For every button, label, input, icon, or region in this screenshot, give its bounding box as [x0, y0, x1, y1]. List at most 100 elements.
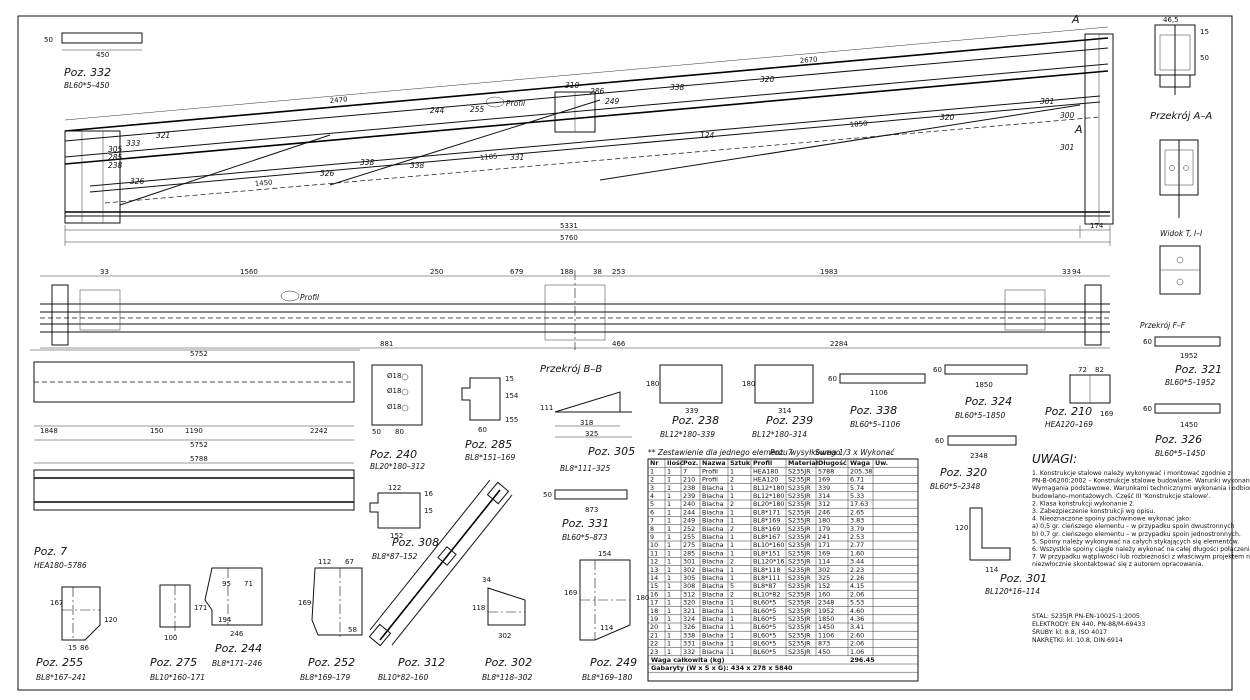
- table-cell: 873: [818, 640, 830, 648]
- table-cell: 2.06: [850, 590, 864, 598]
- table-cell: S235JR: [788, 582, 811, 590]
- svg-text:338: 338: [360, 158, 375, 167]
- svg-text:114: 114: [600, 624, 614, 632]
- table-cell: 1: [667, 648, 671, 656]
- dim-1850: 1850: [849, 119, 867, 129]
- marker-a-bottom: A: [1074, 123, 1083, 136]
- table-cell: 205.38: [850, 467, 872, 475]
- table-cell: 4.15: [850, 582, 864, 590]
- part-305-label: Poz. 305: [588, 445, 635, 458]
- note-ref: NAKRĘTKI: kl. 10.8, DIN 6914: [1032, 637, 1123, 644]
- table-cell: S235JR: [788, 558, 811, 566]
- table-cell: 22: [650, 640, 658, 648]
- table-cell: 1: [730, 599, 734, 607]
- svg-text:310: 310: [565, 81, 580, 90]
- table-cell: 2: [730, 500, 734, 508]
- table-cell: 2.06: [850, 640, 864, 648]
- part-321-spec: BL60*5–1952: [1165, 378, 1215, 387]
- svg-text:305: 305: [108, 145, 123, 154]
- table-cell: S235JR: [788, 492, 811, 500]
- svg-text:5788: 5788: [190, 455, 208, 463]
- table-cell: Blacha: [702, 574, 724, 582]
- table-cell: Blacha: [702, 549, 724, 557]
- svg-text:679: 679: [510, 268, 523, 276]
- part-252: 112 67 169 58 Poz. 252 BL8*169–179: [298, 558, 363, 682]
- svg-text:Ø18: Ø18: [387, 403, 401, 411]
- table-cell: Blacha: [702, 558, 724, 566]
- svg-text:1106: 1106: [870, 389, 888, 397]
- table-cell: 1: [667, 599, 671, 607]
- part-238-label: Poz. 238: [672, 414, 719, 427]
- table-header: Materiał: [788, 459, 819, 467]
- table-cell: 249: [683, 517, 695, 525]
- svg-text:15: 15: [68, 644, 77, 652]
- table-cell: 1: [667, 467, 671, 475]
- table-cell: 1: [730, 631, 734, 639]
- svg-text:2242: 2242: [310, 427, 328, 435]
- table-cell: BL60*5: [753, 631, 776, 639]
- table-cell: 1: [730, 640, 734, 648]
- table-cell: BL8*151: [753, 549, 780, 557]
- table-cell: 8: [650, 525, 654, 533]
- svg-text:246: 246: [230, 630, 244, 638]
- corner-sections: 46,5 15 50 Przekrój A–A Widok T, I–I Prz…: [1140, 16, 1212, 330]
- part-326-label: Poz. 326: [1155, 433, 1202, 446]
- part-239-spec: BL12*180–314: [752, 430, 807, 439]
- table-header: Sztuk: [730, 459, 751, 467]
- table-cell: 326: [683, 623, 695, 631]
- part-326-spec: BL60*5–1450: [1155, 449, 1205, 458]
- part-239: 314 180 Poz. 239 BL12*180–314: [742, 364, 814, 439]
- svg-text:124: 124: [700, 131, 715, 140]
- table-cell: Blacha: [702, 525, 724, 533]
- svg-text:60: 60: [935, 437, 944, 445]
- table-cell: 2.53: [850, 533, 864, 541]
- table-header: Uw.: [875, 459, 888, 467]
- table-cell: S235JR: [788, 500, 811, 508]
- table-cell: S235JR: [788, 623, 811, 631]
- marker-profil-plan: Profil: [300, 293, 320, 302]
- svg-text:95: 95: [222, 580, 231, 588]
- table-cell: 1: [667, 574, 671, 582]
- svg-text:152: 152: [390, 532, 403, 540]
- table-cell: Blacha: [702, 590, 724, 598]
- table-cell: S235JR: [788, 590, 811, 598]
- dim-2470: 2470: [329, 95, 347, 105]
- table-cell: 1: [667, 517, 671, 525]
- table-cell: 20: [650, 623, 658, 631]
- table-cell: 1: [667, 615, 671, 623]
- part-308: 122 152 16 15 Poz. 308 BL8*87–152: [369, 484, 439, 561]
- svg-text:Ø18: Ø18: [387, 387, 401, 395]
- truss-elevation: 2470 2670 1850 1450 1105 5331 5760 174 A…: [64, 13, 1114, 246]
- part-275: 100 171 Poz. 275 BL10*160–171: [150, 584, 207, 682]
- svg-text:331: 331: [510, 153, 524, 162]
- svg-text:326: 326: [130, 177, 145, 186]
- table-cell: 169: [818, 476, 830, 484]
- table-cell: 3.41: [850, 623, 864, 631]
- part-326: 1450 60 Poz. 326 BL60*5–1450: [1143, 403, 1221, 458]
- table-cell: 15: [650, 582, 658, 590]
- svg-text:321: 321: [156, 131, 170, 140]
- table-cell: Blacha: [702, 508, 724, 516]
- table-weight-value: 296.45: [850, 656, 875, 664]
- table-cell: 1952: [818, 607, 834, 615]
- table-cell: BL10*82: [753, 590, 780, 598]
- svg-text:71: 71: [244, 580, 253, 588]
- table-header: Ilość: [667, 459, 684, 467]
- svg-text:60: 60: [1143, 338, 1152, 346]
- part-240: Ø18 Ø18 Ø18 50 80 Poz. 240 BL20*180–312: [370, 364, 425, 471]
- svg-text:34: 34: [482, 576, 491, 584]
- table-header: Nr: [650, 459, 659, 467]
- svg-text:114: 114: [985, 566, 999, 574]
- plan-view: 1560 250 679 188 38 253 1983 33 33 94 88…: [40, 268, 1110, 350]
- note-line: 6. Wszystkie spoiny ciągłe należy wykona…: [1032, 545, 1250, 553]
- table-cell: BL10*160: [753, 541, 784, 549]
- svg-text:Ø18: Ø18: [387, 372, 401, 380]
- table-cell: 302: [818, 566, 830, 574]
- svg-text:286: 286: [590, 87, 605, 96]
- table-cell: 179: [818, 525, 830, 533]
- table-header: Profil: [753, 459, 772, 467]
- svg-text:881: 881: [380, 340, 393, 348]
- table-cell: S235JR: [788, 648, 811, 656]
- table-cell: Blacha: [702, 623, 724, 631]
- view-1-title: Widok T, I–I: [1160, 229, 1203, 238]
